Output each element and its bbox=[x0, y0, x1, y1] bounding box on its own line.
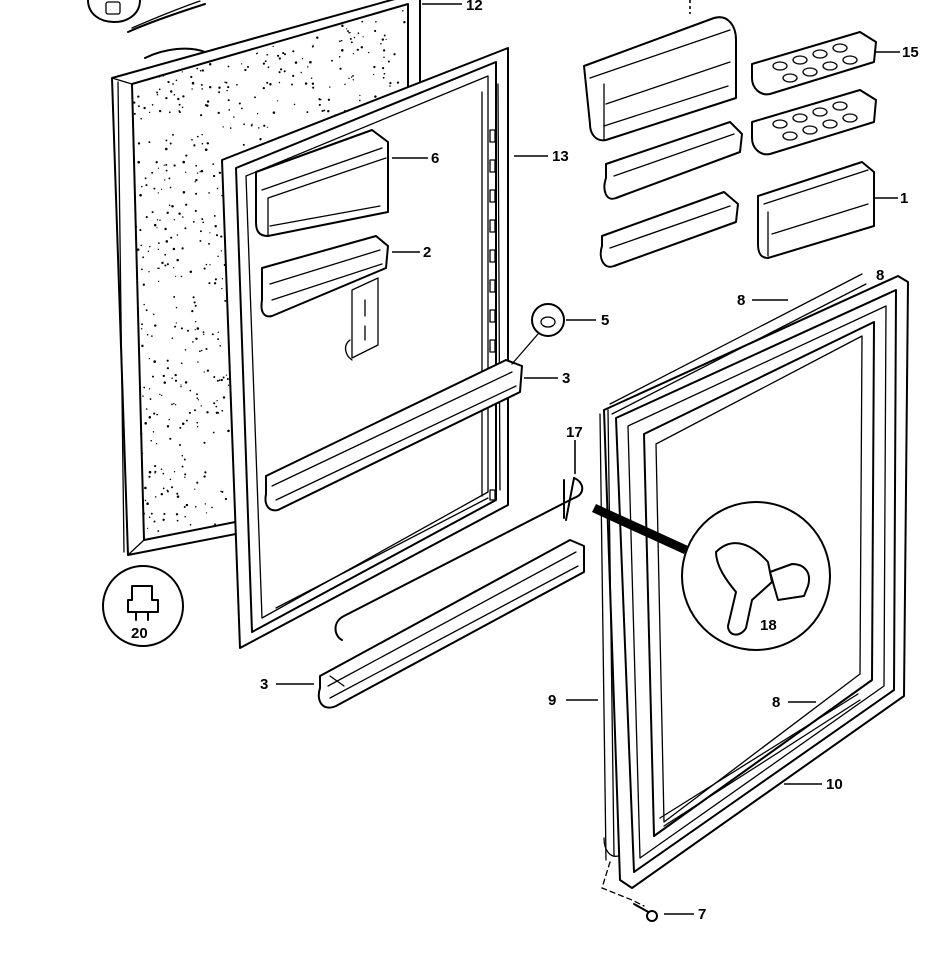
detail-circle-20 bbox=[102, 565, 184, 647]
callout-3-middle: 3 bbox=[562, 370, 570, 387]
storage-box bbox=[757, 161, 875, 259]
small-door-shelf bbox=[260, 235, 389, 318]
callout-18: 18 bbox=[760, 617, 777, 634]
callout-10: 10 bbox=[826, 776, 843, 793]
egg-cups-lower bbox=[772, 101, 858, 141]
callout-17: 17 bbox=[566, 424, 583, 441]
upper-dairy-bin bbox=[255, 129, 389, 237]
callout-5: 5 bbox=[601, 312, 609, 329]
callout-1: 1 bbox=[900, 190, 908, 207]
callout-8-corner: 8 bbox=[876, 267, 884, 284]
egg-tray-lower bbox=[751, 89, 877, 156]
callout-7: 7 bbox=[698, 906, 706, 923]
egg-cups-upper bbox=[772, 43, 858, 83]
callout-15: 15 bbox=[902, 44, 919, 61]
screw bbox=[633, 903, 658, 922]
middle-door-shelf bbox=[264, 359, 523, 512]
leader-5-to-shelf bbox=[511, 333, 539, 365]
callout-8-bottom: 8 bbox=[772, 694, 780, 711]
detail-wedge-18 bbox=[592, 504, 688, 554]
callout-12: 12 bbox=[466, 0, 483, 14]
callout-20: 20 bbox=[131, 625, 148, 642]
callout-8-top: 8 bbox=[737, 292, 745, 309]
liner-slots bbox=[489, 129, 496, 501]
tall-dairy-bin bbox=[583, 16, 737, 142]
callout-13: 13 bbox=[552, 148, 569, 165]
screw-dashed-guide bbox=[601, 861, 645, 907]
callout-6: 6 bbox=[431, 150, 439, 167]
callout-9: 9 bbox=[548, 692, 556, 709]
lower-door-shelf bbox=[317, 539, 585, 709]
wire-retainer-rod bbox=[334, 477, 584, 641]
narrow-shelf-upper bbox=[603, 121, 743, 200]
detail-circle-5 bbox=[531, 303, 565, 337]
callout-3-lower: 3 bbox=[260, 676, 268, 693]
narrow-shelf-lower bbox=[599, 191, 739, 268]
top-left-detail-circle bbox=[87, 0, 206, 33]
detail-circle-18 bbox=[681, 501, 831, 651]
callout-2: 2 bbox=[423, 244, 431, 261]
egg-tray-upper bbox=[751, 31, 877, 96]
leader-lines bbox=[276, 0, 900, 915]
